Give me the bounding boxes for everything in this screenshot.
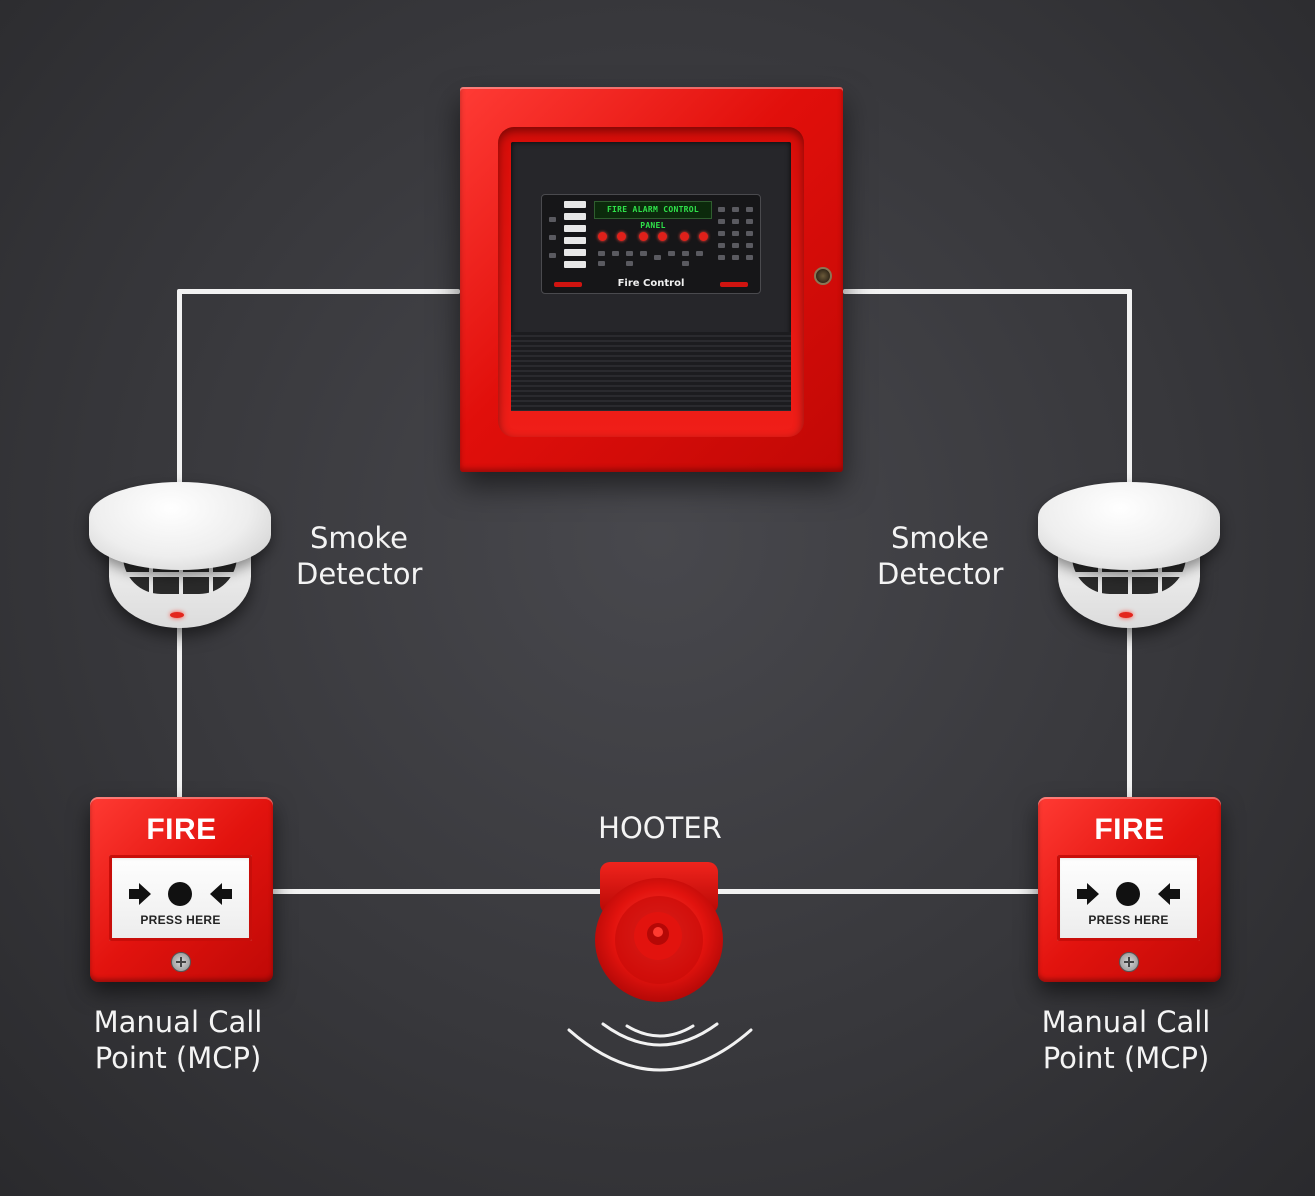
- keyhole-icon: [814, 267, 832, 285]
- panel-key: [682, 251, 689, 256]
- label-line: Manual Call: [93, 1005, 263, 1039]
- panel-key: [732, 231, 739, 236]
- panel-key: [612, 251, 619, 256]
- manual-call-point-left: FIRE PRESS HERE: [90, 797, 273, 982]
- mcp-fire-heading: FIRE: [1094, 813, 1165, 846]
- wire-panel-right: [843, 289, 1132, 294]
- panel-key: [746, 207, 753, 212]
- panel-key: [718, 219, 725, 224]
- panel-zone-key: [564, 237, 586, 244]
- smoke-detector-left: [89, 482, 271, 630]
- label-line: Detector: [296, 557, 423, 591]
- arrows-to-dot-icon: [1077, 882, 1180, 906]
- panel-key: [746, 255, 753, 260]
- mcp-left-label: Manual Call Point (MCP): [86, 1004, 270, 1076]
- panel-front-display: FIRE ALARM CONTROL PANEL: [541, 194, 761, 294]
- mcp-right-label: Manual Call Point (MCP): [1034, 1004, 1218, 1076]
- smoke-detector-left-label: Smoke Detector: [296, 520, 422, 592]
- mcp-glass[interactable]: PRESS HERE: [1057, 855, 1200, 941]
- wire-panel-left: [178, 289, 460, 294]
- panel-key: [598, 261, 605, 266]
- panel-key: [718, 255, 725, 260]
- panel-door: FIRE ALARM CONTROL PANEL: [498, 127, 804, 437]
- panel-zone-key: [564, 225, 586, 232]
- panel-indicator: [549, 253, 556, 258]
- hooter-label: HOOTER: [598, 811, 722, 845]
- panel-key: [732, 255, 739, 260]
- label-line: Smoke: [309, 521, 408, 555]
- panel-key: [746, 219, 753, 224]
- screw-icon: [1119, 952, 1139, 972]
- label-line: Manual Call: [1041, 1005, 1211, 1039]
- label-line: Smoke: [890, 521, 989, 555]
- panel-indicator: [549, 217, 556, 222]
- mcp-glass[interactable]: PRESS HERE: [109, 855, 252, 941]
- detector-dome: [89, 482, 271, 570]
- panel-key: [718, 207, 725, 212]
- panel-window: FIRE ALARM CONTROL PANEL: [511, 142, 791, 411]
- mcp-press-here: PRESS HERE: [140, 913, 221, 927]
- mcp-press-here: PRESS HERE: [1088, 913, 1169, 927]
- panel-key: [718, 243, 725, 248]
- panel-status-tag: [554, 282, 582, 287]
- mcp-fire-heading: FIRE: [146, 813, 217, 846]
- wire-left-mcp-to-hooter: [272, 889, 602, 894]
- panel-red-button: [598, 232, 607, 241]
- panel-key: [696, 251, 703, 256]
- detector-led: [1119, 612, 1133, 618]
- panel-zone-key: [564, 261, 586, 268]
- smoke-detector-right: [1038, 482, 1220, 630]
- manual-call-point-right: FIRE PRESS HERE: [1038, 797, 1221, 982]
- panel-red-button: [699, 232, 708, 241]
- panel-key: [732, 219, 739, 224]
- panel-key: [718, 231, 725, 236]
- detector-led: [170, 612, 184, 618]
- arrows-to-dot-icon: [129, 882, 232, 906]
- smoke-detector-right-label: Smoke Detector: [877, 520, 1003, 592]
- panel-indicator: [549, 235, 556, 240]
- panel-fire-control-label: Fire Control: [617, 278, 685, 289]
- panel-display-title: FIRE ALARM CONTROL PANEL: [594, 201, 712, 230]
- panel-zone-key: [564, 201, 586, 208]
- panel-speaker-grille: [511, 332, 791, 411]
- wire-right-down-to-detector: [1127, 289, 1132, 489]
- panel-key: [746, 243, 753, 248]
- detector-dome: [1038, 482, 1220, 570]
- screw-icon: [171, 952, 191, 972]
- panel-key: [626, 261, 633, 266]
- wire-right-detector-to-mcp: [1127, 625, 1132, 800]
- panel-key: [626, 251, 633, 256]
- label-line: Point (MCP): [1042, 1041, 1210, 1075]
- sound-waves-icon: [567, 1022, 753, 1072]
- panel-zone-key: [564, 213, 586, 220]
- panel-red-button: [680, 232, 689, 241]
- panel-key: [598, 251, 605, 256]
- panel-red-button: [658, 232, 667, 241]
- panel-zone-key: [564, 249, 586, 256]
- panel-key: [682, 261, 689, 266]
- wire-left-detector-to-mcp: [177, 625, 182, 800]
- panel-key: [732, 207, 739, 212]
- panel-key: [668, 251, 675, 256]
- panel-red-button: [639, 232, 648, 241]
- label-line: Detector: [877, 557, 1004, 591]
- wire-left-down-to-detector: [177, 289, 182, 489]
- panel-key: [640, 251, 647, 256]
- wire-hooter-to-right-mcp: [716, 889, 1040, 894]
- panel-red-button: [617, 232, 626, 241]
- panel-status-tag: [720, 282, 748, 287]
- panel-key: [654, 255, 661, 260]
- label-line: Point (MCP): [94, 1041, 262, 1075]
- panel-key: [746, 231, 753, 236]
- fire-alarm-control-panel: FIRE ALARM CONTROL PANEL: [460, 87, 843, 472]
- hooter: [595, 862, 723, 1002]
- panel-key: [732, 243, 739, 248]
